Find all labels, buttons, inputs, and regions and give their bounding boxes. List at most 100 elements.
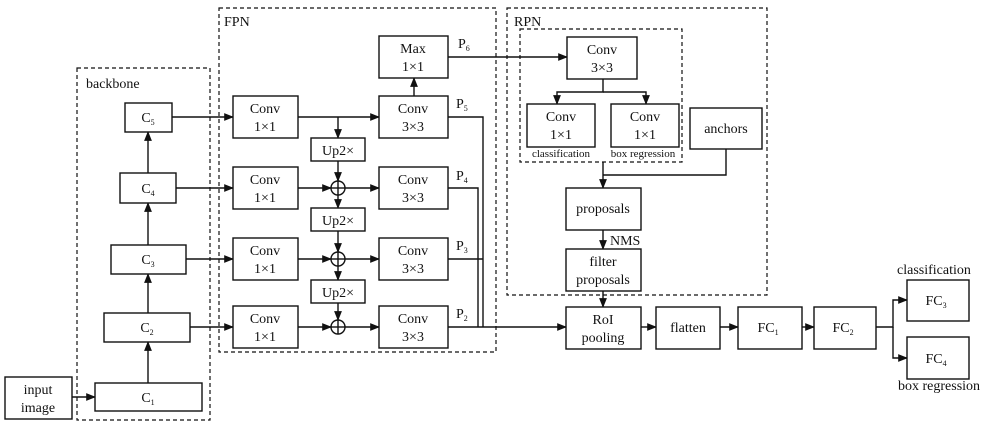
flatten-node: flatten xyxy=(655,306,721,350)
svg-text:Conv: Conv xyxy=(587,43,617,58)
svg-text:Conv: Conv xyxy=(398,102,428,117)
input-image-node: input image xyxy=(4,376,73,420)
svg-text:Conv: Conv xyxy=(630,110,660,125)
svg-text:Up2×: Up2× xyxy=(322,286,354,301)
lateral-conv-c3: Conv 1×1 xyxy=(232,237,299,281)
svg-text:Conv: Conv xyxy=(398,312,428,327)
c5-node: C5 xyxy=(124,102,173,133)
svg-text:Conv: Conv xyxy=(250,312,280,327)
svg-text:C5: C5 xyxy=(141,111,154,127)
sum-node-p2 xyxy=(330,319,346,335)
svg-text:FC4: FC4 xyxy=(925,352,946,368)
svg-text:Up2×: Up2× xyxy=(322,144,354,159)
svg-text:1×1: 1×1 xyxy=(254,330,276,345)
lateral-conv-c2: Conv 1×1 xyxy=(232,305,299,349)
p3-label: P3 xyxy=(456,239,468,255)
svg-text:3×3: 3×3 xyxy=(402,262,424,277)
c1-node: C1 xyxy=(94,382,203,412)
fc2-node: FC2 xyxy=(813,306,877,350)
backbone-group-label: backbone xyxy=(86,77,140,92)
svg-text:3×3: 3×3 xyxy=(591,61,613,76)
output-conv-p3: Conv 3×3 xyxy=(378,237,449,281)
p2-label: P2 xyxy=(456,307,468,323)
edge-rpn-split-right xyxy=(603,91,650,105)
rpn-reg-conv-node: Conv 1×1 xyxy=(610,103,680,148)
svg-text:pooling: pooling xyxy=(582,331,625,346)
svg-text:Conv: Conv xyxy=(250,173,280,188)
svg-text:C4: C4 xyxy=(141,182,154,198)
svg-text:C3: C3 xyxy=(141,253,154,269)
c2-node: C2 xyxy=(103,312,191,343)
rpn-group-label: RPN xyxy=(514,15,541,30)
svg-text:Conv: Conv xyxy=(250,244,280,259)
svg-text:anchors: anchors xyxy=(704,122,748,137)
c4-node: C4 xyxy=(119,172,177,204)
input-image-label-1: input xyxy=(24,383,53,398)
edge-p4-bus xyxy=(448,187,479,327)
edge-fc2-split xyxy=(876,296,908,328)
rpn-cls-conv-node: Conv 1×1 xyxy=(526,103,596,148)
svg-text:filter: filter xyxy=(589,255,617,270)
edge-anchors-proposals xyxy=(603,149,727,176)
rpn-inner-group xyxy=(519,28,683,163)
proposals-node: proposals xyxy=(565,187,642,231)
svg-text:RoI: RoI xyxy=(593,313,614,328)
input-image-label-2: image xyxy=(21,401,55,416)
sum-node-p4 xyxy=(330,180,346,196)
output-conv-p4: Conv 3×3 xyxy=(378,166,449,210)
sum-node-p3 xyxy=(330,251,346,267)
svg-text:1×1: 1×1 xyxy=(550,128,572,143)
output-conv-p5: Conv 3×3 xyxy=(378,95,449,139)
svg-text:Conv: Conv xyxy=(546,110,576,125)
svg-text:Conv: Conv xyxy=(250,102,280,117)
head-reg-caption: box regression xyxy=(898,379,980,394)
svg-text:1×1: 1×1 xyxy=(254,120,276,135)
edge-fc2-split-lower xyxy=(892,327,908,362)
rpn-group xyxy=(506,7,768,296)
p6-label: P6 xyxy=(458,37,470,53)
p5-label: P5 xyxy=(456,97,468,113)
maxpool-node: Max 1×1 xyxy=(378,35,449,79)
output-conv-p2: Conv 3×3 xyxy=(378,305,449,349)
edge-p5-bus xyxy=(448,116,484,327)
roi-pooling-node: RoI pooling xyxy=(565,306,642,350)
svg-text:Max: Max xyxy=(400,42,426,57)
fc1-node: FC1 xyxy=(737,306,803,350)
head-cls-caption: classification xyxy=(897,263,971,278)
rpn-reg-caption: box regression xyxy=(611,148,676,160)
p4-label: P4 xyxy=(456,169,468,185)
svg-text:3×3: 3×3 xyxy=(402,191,424,206)
anchors-node: anchors xyxy=(689,107,763,150)
upsample-3: Up2× xyxy=(310,279,366,304)
filter-proposals-node: filter proposals xyxy=(565,248,642,292)
lateral-conv-c5: Conv 1×1 xyxy=(232,95,299,139)
svg-text:Up2×: Up2× xyxy=(322,214,354,229)
svg-text:proposals: proposals xyxy=(576,273,630,288)
svg-text:3×3: 3×3 xyxy=(402,330,424,345)
c3-node: C3 xyxy=(110,244,187,275)
rpn-cls-caption: classification xyxy=(532,148,591,160)
svg-text:C1: C1 xyxy=(141,391,154,407)
svg-text:3×3: 3×3 xyxy=(402,120,424,135)
svg-text:FC1: FC1 xyxy=(757,321,778,337)
nms-label: NMS xyxy=(610,234,640,249)
fc4-node: FC4 xyxy=(906,336,970,380)
upsample-2: Up2× xyxy=(310,207,366,232)
svg-text:1×1: 1×1 xyxy=(634,128,656,143)
fpn-group xyxy=(218,7,497,353)
svg-text:C2: C2 xyxy=(140,321,153,337)
svg-text:proposals: proposals xyxy=(576,202,630,217)
svg-text:1×1: 1×1 xyxy=(402,60,424,75)
upsample-1: Up2× xyxy=(310,137,366,162)
svg-text:1×1: 1×1 xyxy=(254,262,276,277)
svg-text:FC2: FC2 xyxy=(832,321,853,337)
fc3-node: FC3 xyxy=(906,279,970,322)
fpn-group-label: FPN xyxy=(224,15,250,30)
rpn-conv-node: Conv 3×3 xyxy=(566,36,638,80)
svg-text:Conv: Conv xyxy=(398,173,428,188)
lateral-conv-c4: Conv 1×1 xyxy=(232,166,299,210)
svg-text:1×1: 1×1 xyxy=(254,191,276,206)
edge-rpn-split xyxy=(553,79,604,105)
svg-text:FC3: FC3 xyxy=(925,294,946,310)
